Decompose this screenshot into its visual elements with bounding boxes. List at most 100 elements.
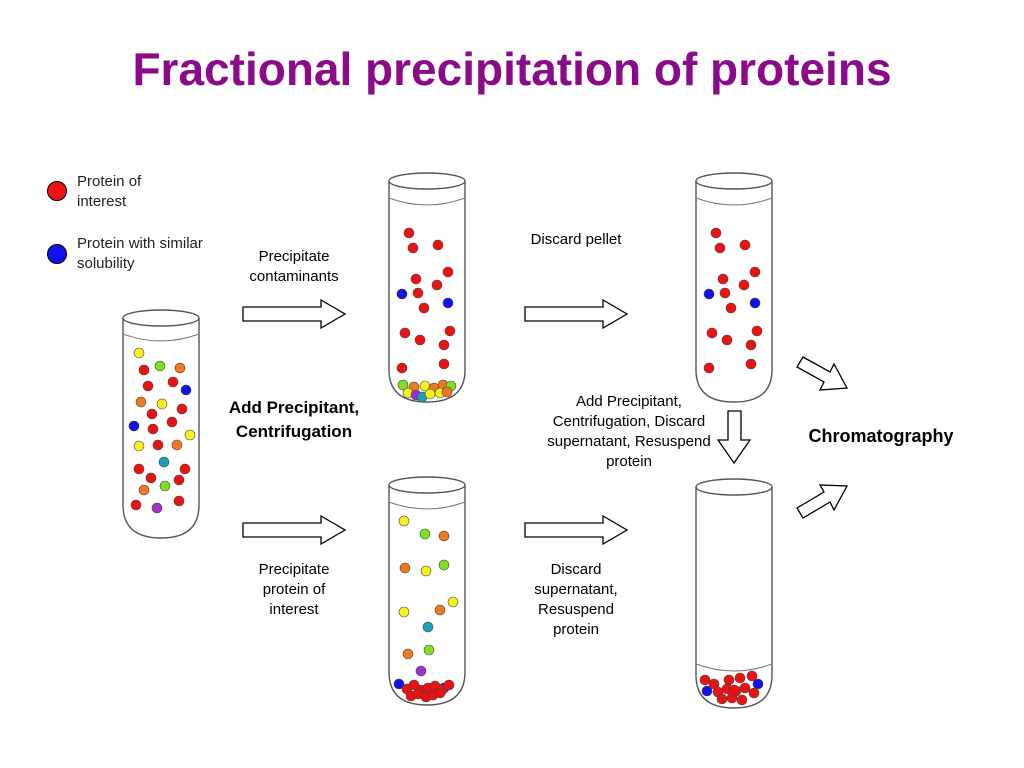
protein-dot xyxy=(418,302,430,314)
protein-dot xyxy=(431,279,443,291)
protein-dot xyxy=(158,456,170,468)
protein-dot xyxy=(447,596,459,608)
protein-dot xyxy=(173,495,185,507)
protein-dot xyxy=(159,480,171,492)
protein-dot xyxy=(398,606,410,618)
arrow-precipitate-protein xyxy=(242,514,347,546)
protein-dot xyxy=(396,362,408,374)
protein-dot xyxy=(746,670,758,682)
protein-dot xyxy=(151,502,163,514)
protein-dot xyxy=(147,423,159,435)
label-chromatography: Chromatography xyxy=(808,426,954,446)
protein-dot xyxy=(154,360,166,372)
protein-dot xyxy=(438,339,450,351)
protein-dot xyxy=(133,440,145,452)
protein-dot xyxy=(152,439,164,451)
tube-bottom-middle xyxy=(388,476,466,706)
label-precipitate-contaminants: Precipitate contaminants xyxy=(249,248,339,285)
protein-dot xyxy=(128,420,140,432)
protein-dot xyxy=(701,685,713,697)
protein-dot xyxy=(703,362,715,374)
protein-dot xyxy=(156,398,168,410)
tube-bottom-right xyxy=(695,478,773,709)
protein-dot xyxy=(176,403,188,415)
arrow-discard-pellet xyxy=(524,298,629,330)
protein-dot xyxy=(171,439,183,451)
arrow-precipitate-contaminants xyxy=(242,298,347,330)
protein-dot xyxy=(410,273,422,285)
protein-dot xyxy=(434,604,446,616)
protein-dot xyxy=(434,687,446,699)
protein-dot xyxy=(180,384,192,396)
protein-dot xyxy=(438,358,450,370)
protein-dot xyxy=(412,287,424,299)
protein-dot xyxy=(138,484,150,496)
label-add-precipitant-2: Add Precipitant, Centrifugation, Discard… xyxy=(547,393,711,470)
protein-dot xyxy=(725,302,737,314)
protein-dot xyxy=(728,684,740,696)
tube-top-middle xyxy=(388,172,466,403)
protein-dot xyxy=(422,621,434,633)
arrow-to-chromatography-top xyxy=(796,356,849,391)
protein-dot xyxy=(739,682,751,694)
protein-dot xyxy=(133,347,145,359)
protein-dot xyxy=(438,530,450,542)
protein-dot xyxy=(407,242,419,254)
protein-dot xyxy=(167,376,179,388)
protein-dot xyxy=(438,559,450,571)
protein-dot xyxy=(184,429,196,441)
protein-dot xyxy=(717,273,729,285)
protein-dot xyxy=(441,386,453,398)
protein-dot xyxy=(706,327,718,339)
protein-dot xyxy=(738,279,750,291)
protein-dot xyxy=(130,499,142,511)
protein-dot xyxy=(396,288,408,300)
protein-dot xyxy=(146,408,158,420)
protein-dot xyxy=(739,239,751,251)
protein-dot xyxy=(423,644,435,656)
protein-dot xyxy=(174,362,186,374)
protein-dot xyxy=(442,266,454,278)
label-precipitate-protein: Precipitate protein of interest xyxy=(258,561,330,618)
protein-dot xyxy=(699,674,711,686)
slide-title: Fractional precipitation of proteins xyxy=(132,43,892,95)
protein-dot xyxy=(398,515,410,527)
protein-dot xyxy=(703,288,715,300)
protein-dot xyxy=(751,325,763,337)
protein-dot xyxy=(179,463,191,475)
protein-dot xyxy=(133,463,145,475)
protein-dot xyxy=(752,678,764,690)
protein-dot xyxy=(393,678,405,690)
protein-dot xyxy=(145,472,157,484)
protein-dot xyxy=(173,474,185,486)
protein-dot xyxy=(135,396,147,408)
protein-dot xyxy=(442,297,454,309)
protein-dot xyxy=(420,565,432,577)
tube-top-right xyxy=(695,172,773,403)
protein-dot xyxy=(399,562,411,574)
legend-similar-solubility: Protein with similar solubility xyxy=(77,235,203,272)
protein-dot xyxy=(432,239,444,251)
protein-dot xyxy=(443,679,455,691)
protein-dot xyxy=(736,694,748,706)
protein-dot xyxy=(749,266,761,278)
protein-dot xyxy=(142,380,154,392)
protein-dot xyxy=(719,287,731,299)
protein-dot xyxy=(723,674,735,686)
protein-dot xyxy=(716,693,728,705)
protein-dot xyxy=(166,416,178,428)
arrow-down xyxy=(716,410,752,465)
protein-dot xyxy=(734,672,746,684)
label-discard-pellet: Discard pellet xyxy=(530,231,622,248)
protein-dot xyxy=(444,325,456,337)
protein-dot xyxy=(402,648,414,660)
tube-initial xyxy=(122,309,200,539)
protein-dot xyxy=(714,242,726,254)
legend-protein-of-interest: Protein of interest xyxy=(77,173,142,210)
protein-dot xyxy=(748,687,760,699)
protein-dot xyxy=(721,334,733,346)
protein-dot xyxy=(403,227,415,239)
protein-dot xyxy=(710,227,722,239)
protein-dot xyxy=(399,327,411,339)
